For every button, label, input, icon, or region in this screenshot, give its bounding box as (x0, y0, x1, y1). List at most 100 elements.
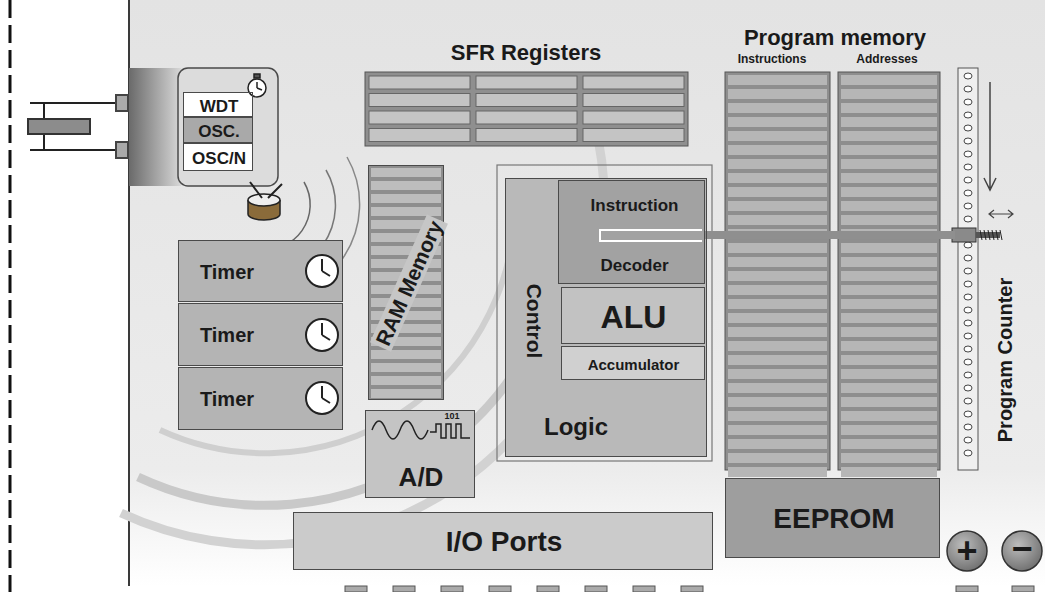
sfr-grid (583, 111, 684, 124)
box-fill (561, 287, 705, 344)
sfr-grid (583, 94, 684, 107)
program-counter-strip (964, 242, 972, 248)
program-memory-columns (728, 355, 827, 365)
program-counter-strip (964, 281, 972, 287)
program-memory-columns (728, 243, 827, 253)
program-memory-columns (841, 425, 937, 435)
push-rod (705, 231, 956, 239)
program-counter-strip (964, 73, 972, 456)
box-label: Logic (544, 415, 608, 439)
program-counter-strip (980, 230, 982, 240)
chip-pins (1012, 586, 1034, 592)
program-counter-strip (964, 320, 972, 326)
box-label: OSC. (198, 123, 240, 140)
chip-body (128, 0, 1045, 586)
bit-pattern-label: 101 (444, 412, 459, 421)
program-memory-columns (725, 72, 940, 477)
box-label: Control (524, 284, 545, 359)
program-memory-columns (841, 285, 937, 295)
box-fill (293, 512, 713, 570)
timer-clocks (306, 255, 338, 287)
program-counter-strip (964, 268, 972, 274)
program-memory-columns (728, 103, 827, 113)
program-counter-strip (1000, 230, 1002, 240)
program-counter-strip (964, 255, 972, 261)
program-memory-columns (728, 425, 827, 435)
box-fill (505, 178, 707, 457)
box-fill (365, 410, 475, 498)
wave-arcs (138, 179, 565, 505)
chip-pins (393, 586, 415, 592)
program-memory-columns (841, 313, 937, 323)
decoder-bracket (600, 230, 702, 241)
program-counter-strip (964, 203, 972, 209)
adc-waveform (430, 424, 470, 438)
timer-clocks (322, 323, 330, 340)
box-label: Program Counter (995, 278, 1015, 442)
sfr-grid (476, 94, 577, 107)
program-memory-columns (841, 173, 937, 183)
program-memory-columns (728, 215, 827, 225)
box-fill (183, 92, 253, 117)
program-counter-strip (988, 230, 990, 240)
program-counter-strip (964, 138, 972, 144)
box-label: Timer (200, 262, 254, 282)
stopwatch-icon (248, 74, 266, 97)
box-label: Instruction (591, 196, 679, 213)
program-counter-strip (964, 437, 972, 443)
oscillator-housing (178, 68, 278, 186)
chip-pins (441, 586, 463, 592)
program-memory-columns (728, 369, 827, 379)
program-memory-columns (728, 271, 827, 281)
program-memory-columns (841, 369, 937, 379)
program-memory-columns (728, 131, 827, 141)
ram-grid (371, 194, 441, 203)
program-memory-columns (838, 72, 940, 470)
box-fills (178, 22, 1033, 570)
program-memory-columns (841, 103, 937, 113)
box-label: Decoder (600, 256, 668, 273)
program-counter-block: Program Counter (955, 66, 1033, 474)
stopwatch-icon (248, 79, 266, 97)
program-memory-columns (841, 271, 937, 281)
program-counter-strip (958, 68, 978, 470)
ram-grid (371, 376, 441, 385)
sfr-grid (583, 76, 684, 89)
sfr-grid (365, 72, 688, 146)
program-memory-columns (728, 383, 827, 393)
program-counter-strip (964, 424, 972, 430)
program-counter-strip (964, 294, 972, 300)
program-memory-columns (841, 89, 937, 99)
ram-grid (371, 207, 441, 216)
program-memory-columns (728, 397, 827, 407)
program-memory-columns (728, 159, 827, 169)
chip-pins (633, 586, 655, 592)
timer-box: Timer (178, 240, 343, 302)
program-memory-columns (841, 467, 937, 477)
program-counter-strip (984, 230, 986, 240)
program-memory-columns (728, 75, 937, 477)
sfr-grid (369, 129, 470, 142)
ram-grid (371, 181, 441, 190)
control-panel-frame (497, 165, 712, 461)
sfr-grid (476, 76, 577, 89)
program-counter-strip (989, 210, 1013, 218)
box-fill (178, 240, 343, 302)
timer-box: Timer (178, 367, 343, 430)
program-memory-columns (841, 341, 937, 351)
program-memory-columns (725, 72, 830, 470)
program-memory-columns (728, 257, 827, 267)
oscillator-housing (129, 68, 278, 186)
program-counter-strip (964, 307, 972, 313)
left-dash-line (10, 0, 11, 592)
box-label: I/O Ports (446, 528, 563, 556)
power-terminals (947, 531, 1042, 571)
program-memory-columns (841, 117, 937, 127)
instruction-decoder-box: InstructionDecoder (558, 180, 705, 284)
program-memory-columns (841, 75, 937, 85)
program-memory-columns (841, 131, 937, 141)
ram-grid (371, 389, 441, 398)
power-terminals (947, 531, 987, 571)
